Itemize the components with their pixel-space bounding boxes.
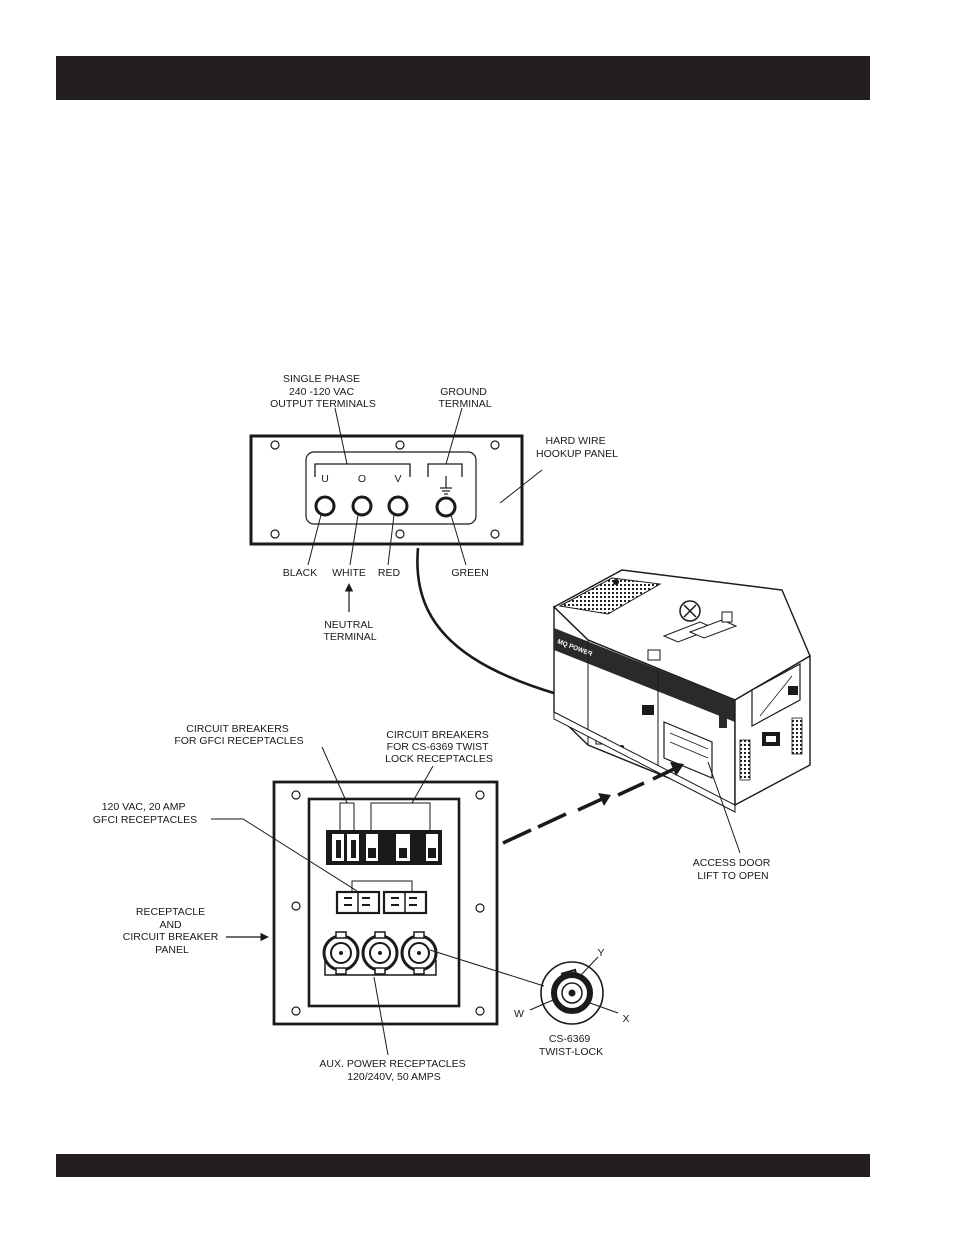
label-pin-x: X [622,1013,629,1025]
label-green: GREEN [451,567,488,579]
label-red: RED [378,567,401,579]
label-aux-power: AUX. POWER RECEPTACLES 120/240V, 50 AMPS [319,1058,468,1083]
label-term-o: O [358,473,366,485]
label-white: WHITE [332,567,366,579]
header-bar [56,56,870,100]
panel-screw [395,440,405,450]
label-gfci-receptacles: 120 VAC, 20 AMP GFCI RECEPTACLES [93,801,197,826]
footer-bar [56,1154,870,1177]
panel-screw [270,529,280,539]
label-single-phase: SINGLE PHASE 240 -120 VAC OUTPUT TERMINA… [270,373,376,410]
panel-screw [270,440,280,450]
label-ground-terminal: GROUND TERMINAL [438,386,491,410]
terminal-o [351,495,373,517]
hard-wire-hookup-panel [249,407,543,612]
circuit-breakers [326,802,442,865]
ground-symbol-icon [440,476,452,495]
label-twist-lock: CS-6369 TWIST-LOCK [539,1033,603,1058]
gfci-receptacles [335,880,428,915]
twist-lock-receptacles [322,931,438,976]
terminal-ground [435,496,457,518]
label-neutral-terminal: NEUTRAL TERMINAL [323,619,376,643]
label-term-v: V [394,473,401,485]
label-receptacle-panel: RECEPTACLE AND CIRCUIT BREAKER PANEL [123,906,221,956]
twist-lock-face-icon [529,956,619,1025]
generator-illustration: MQ POWER [552,569,811,813]
panel-screw [395,529,405,539]
label-cb-twist: CIRCUIT BREAKERS FOR CS-6369 TWIST LOCK … [385,729,493,765]
terminal-v [387,495,409,517]
label-black: BLACK [283,567,317,579]
panel-screw [490,440,500,450]
direction-arrows [502,762,684,845]
label-hard-wire: HARD WIRE HOOKUP PANEL [536,435,618,460]
label-access-door: ACCESS DOOR LIFT TO OPEN [693,857,774,882]
terminal-u [314,495,336,517]
label-term-u: U [321,473,329,485]
label-pin-y: Y [597,947,604,959]
panel-screw [490,529,500,539]
receptacle-breaker-panel [211,746,545,1056]
label-pin-w: W [514,1008,524,1020]
label-cb-gfci: CIRCUIT BREAKERS FOR GFCI RECEPTACLES [174,723,303,747]
